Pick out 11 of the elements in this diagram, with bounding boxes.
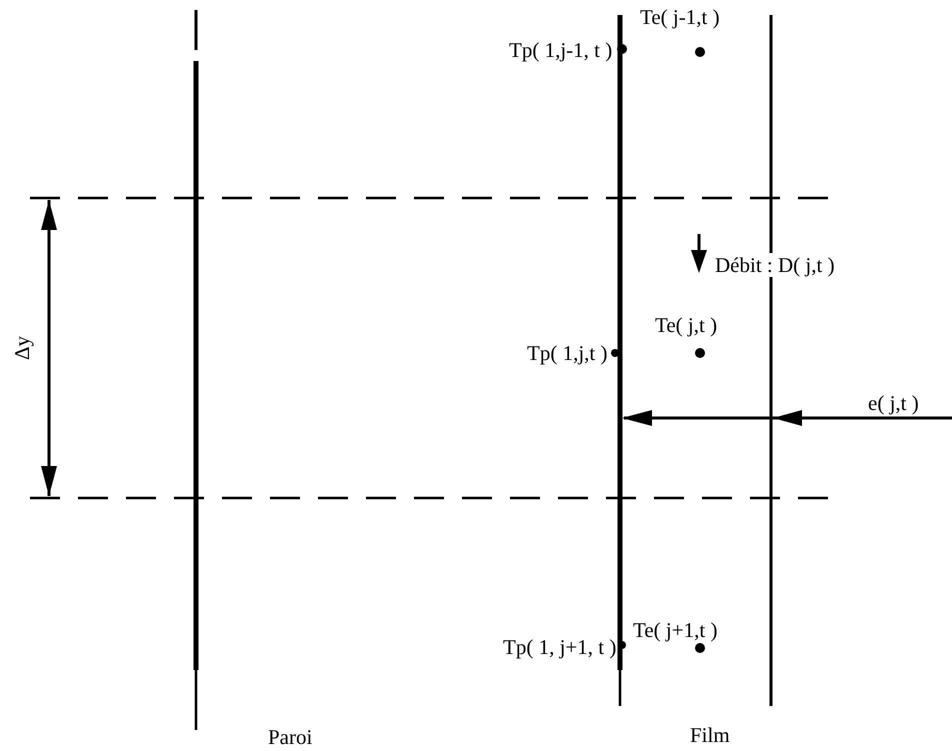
variable-label: Tp( 1,j,t ) xyxy=(527,341,608,365)
variable-label: Te( j,t ) xyxy=(655,313,718,337)
variable-label: Te( j-1,t ) xyxy=(640,5,720,29)
variable-label: Débit : D( j,t ) xyxy=(715,253,835,277)
variable-label: Tp( 1,j-1, t ) xyxy=(509,38,612,62)
variable-label: Te( j+1,t ) xyxy=(633,618,718,642)
variable-label: Tp( 1, j+1, t ) xyxy=(503,635,616,659)
region-label: Paroi xyxy=(268,725,312,749)
variable-label: e( j,t ) xyxy=(868,391,919,415)
region-label: Film xyxy=(690,723,730,747)
dimension-label: Δy xyxy=(10,336,34,360)
